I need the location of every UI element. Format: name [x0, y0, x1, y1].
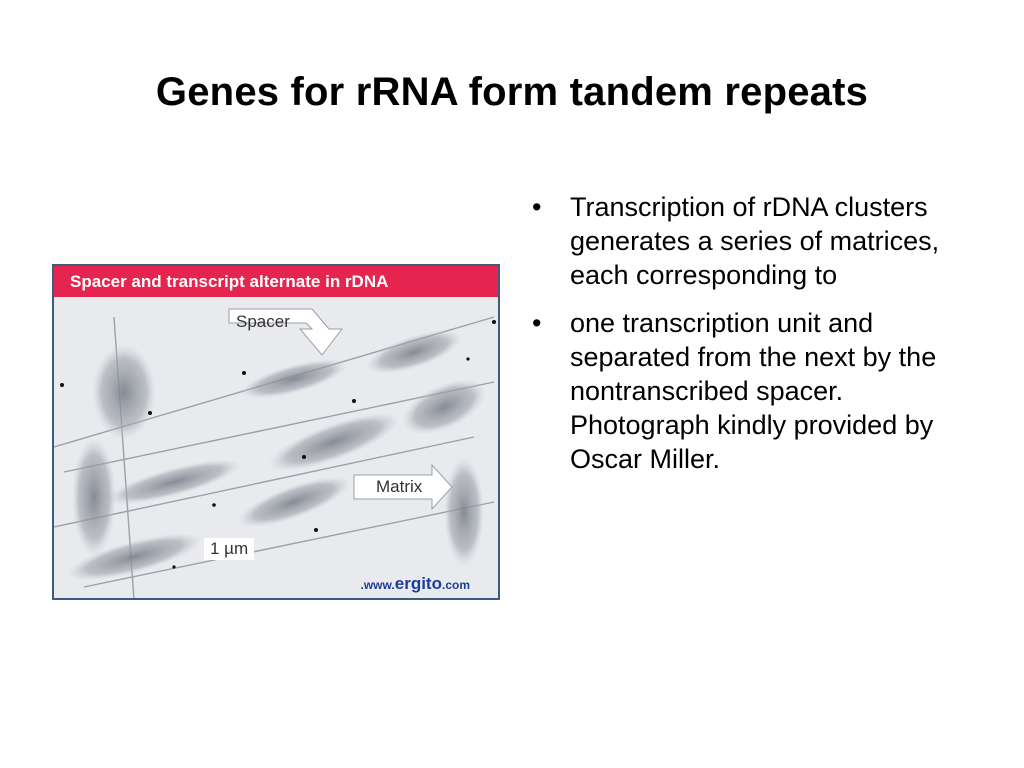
watermark-brand: ergito: [394, 574, 442, 593]
ergito-watermark: .www.ergito.com: [361, 574, 470, 594]
figure-header: Spacer and transcript alternate in rDNA: [54, 266, 498, 297]
scale-bar-label: 1 µm: [204, 538, 255, 560]
bullet-item: • one transcription unit and separated f…: [528, 306, 978, 476]
micrograph-image: Spacer Matrix 1 µm .www.ergito.com: [54, 297, 498, 598]
spacer-label: Spacer: [236, 312, 290, 331]
bullet-text: Transcription of rDNA clusters generates…: [570, 192, 940, 290]
matrix-label: Matrix: [376, 477, 423, 496]
bullet-item: • Transcription of rDNA clusters generat…: [528, 190, 978, 292]
watermark-prefix: .www.: [360, 578, 395, 592]
slide-title: Genes for rRNA form tandem repeats: [155, 70, 869, 114]
bullet-marker: •: [532, 192, 542, 222]
micrograph-drawing: [54, 297, 498, 598]
watermark-suffix: .com: [441, 578, 470, 592]
bullet-text: one transcription unit and separated fro…: [570, 308, 937, 474]
bullet-marker: •: [532, 308, 542, 338]
micrograph-figure: Spacer and transcript alternate in rDNA: [52, 264, 500, 600]
bullet-list: • Transcription of rDNA clusters generat…: [528, 190, 978, 490]
